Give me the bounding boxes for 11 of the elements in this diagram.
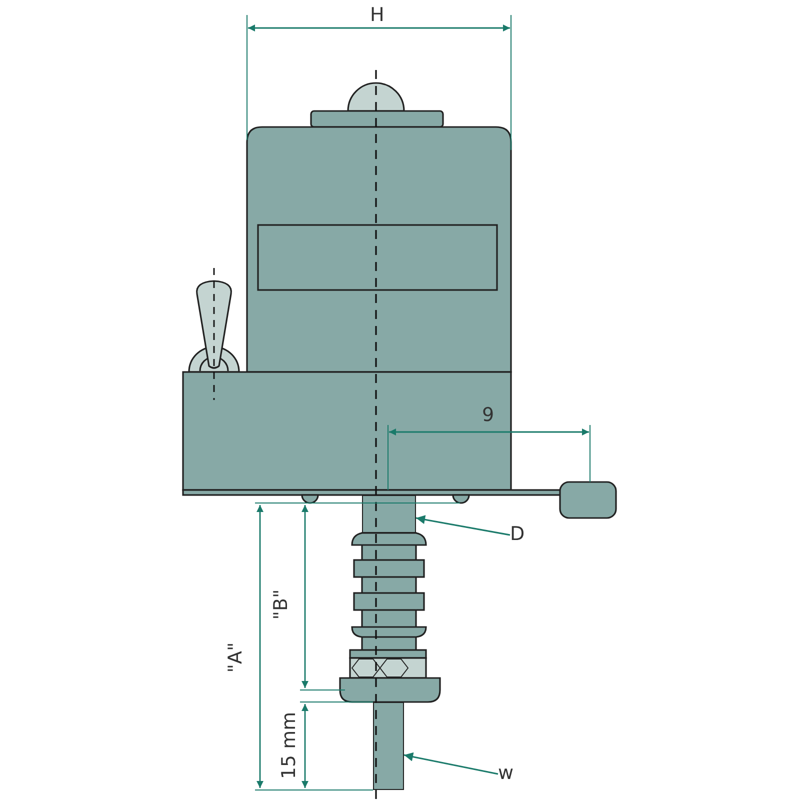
dimension-label: "B": [272, 589, 291, 620]
dimension-label: 9: [482, 406, 494, 425]
leader-line: [404, 752, 498, 775]
dimension-label: "A": [226, 642, 246, 673]
dimension-label: H: [370, 6, 384, 25]
leader-label: D: [510, 525, 525, 544]
shaft: [362, 495, 416, 533]
spindle: [373, 702, 404, 790]
leader-label: w: [498, 764, 514, 783]
leader-line: [416, 515, 510, 536]
dimension-label: 15 mm: [280, 712, 300, 780]
